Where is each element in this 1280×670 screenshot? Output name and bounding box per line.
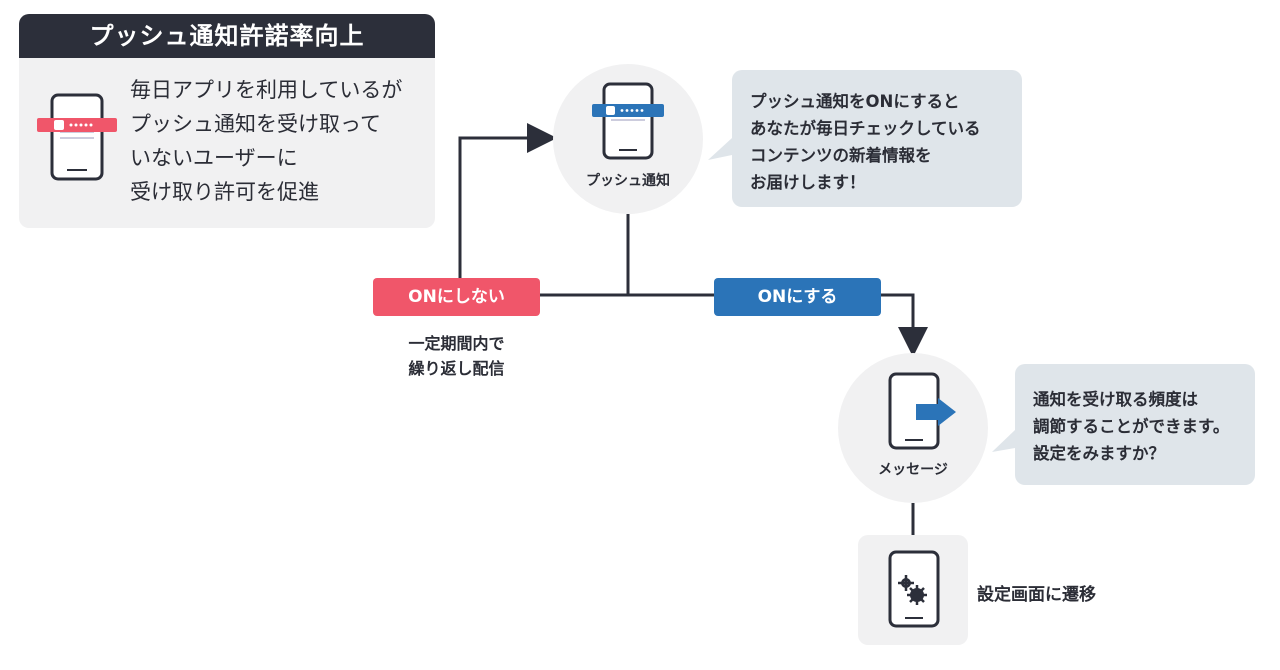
arrow-to-push xyxy=(458,123,557,278)
bubble-tail-message xyxy=(992,430,1015,452)
push-notification-label: プッシュ通知 xyxy=(586,173,670,189)
branch-off-tag: ONにしない xyxy=(373,278,540,316)
phone-settings-icon xyxy=(888,550,940,628)
branch-on-tag: ONにする xyxy=(714,278,881,316)
phone-message-icon xyxy=(888,372,956,450)
bubble-tail-push xyxy=(708,138,732,160)
message-label: メッセージ xyxy=(878,462,948,478)
phone-push-icon xyxy=(592,82,664,160)
arrow-to-message xyxy=(881,293,928,357)
card-title: プッシュ通知許諾率向上 xyxy=(19,14,435,58)
phone-notification-icon xyxy=(37,93,117,181)
push-message-bubble: プッシュ通知をONにすると あなたが毎日チェックしている コンテンツの新着情報を… xyxy=(732,70,1022,207)
branch-off-note: 一定期間内で 繰り返し配信 xyxy=(408,334,505,378)
card-description: 毎日アプリを利用しているが プッシュ通知を受け取って いないユーザーに 受け取り… xyxy=(130,78,403,204)
message-bubble: 通知を受け取る頻度は 調節することができます。 設定をみますか？ xyxy=(1015,364,1255,485)
settings-transition-label: 設定画面に遷移 xyxy=(977,585,1096,605)
